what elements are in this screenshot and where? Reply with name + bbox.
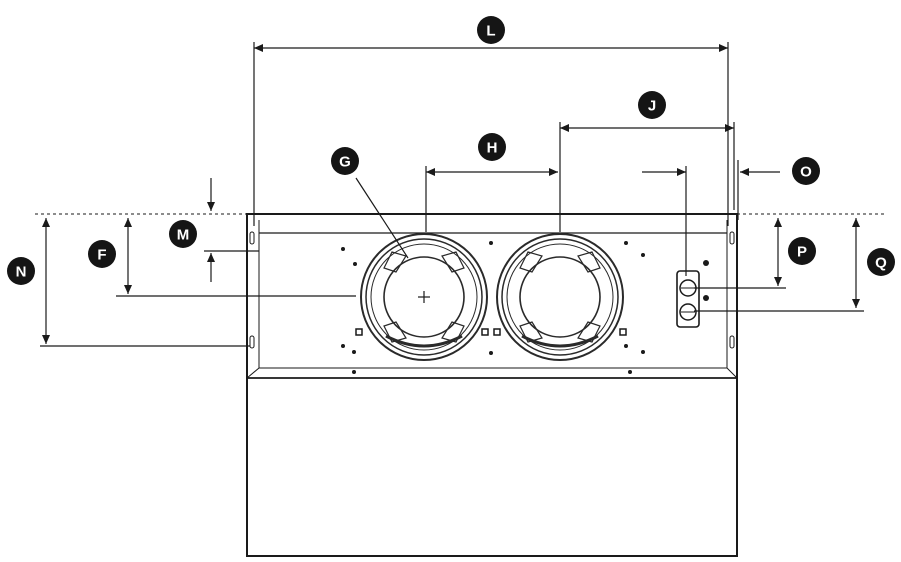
label-G: G — [339, 154, 351, 171]
speaker-mount-tab — [441, 251, 465, 273]
speaker-cone — [519, 256, 601, 338]
badge-G: G — [331, 147, 359, 175]
speaker-ring — [506, 243, 614, 351]
connector-plate — [676, 270, 700, 328]
badge-J: J — [638, 91, 666, 119]
leader-G — [355, 177, 409, 259]
enclosure — [246, 213, 738, 557]
speaker-ring — [501, 238, 619, 356]
bevel-left — [246, 367, 260, 379]
speaker-lip — [521, 334, 599, 348]
speaker-ring — [365, 238, 483, 356]
badge-P: P — [788, 237, 816, 265]
speaker-mount-tab — [577, 251, 601, 273]
label-Q: Q — [875, 255, 887, 272]
left-speaker — [360, 233, 488, 361]
label-L: L — [486, 23, 495, 40]
connector-terminal — [679, 303, 697, 321]
speaker-mount-tab — [519, 251, 543, 273]
square-marks — [355, 328, 627, 336]
right-speaker — [496, 233, 624, 361]
label-O: O — [800, 164, 812, 181]
badge-L: L — [477, 16, 505, 44]
badge-M: M — [169, 220, 197, 248]
label-P: P — [797, 244, 807, 261]
baffle-screws — [341, 241, 709, 374]
bracket-slot — [729, 335, 735, 349]
badge-Q: Q — [867, 248, 895, 276]
bracket-slot — [729, 231, 735, 245]
speaker-lip — [385, 334, 463, 348]
speaker-ring — [370, 243, 478, 351]
label-H: H — [487, 140, 498, 157]
badge-O: O — [792, 157, 820, 185]
dimension-lines — [40, 42, 864, 347]
label-M: M — [177, 227, 190, 244]
speaker-outer-ring — [496, 233, 624, 361]
badge-N: N — [7, 257, 35, 285]
enclosure-outline — [246, 213, 738, 557]
bevel-right — [726, 367, 738, 379]
bracket-slot — [249, 231, 255, 245]
bracket-slot — [249, 335, 255, 349]
badge-F: F — [88, 240, 116, 268]
label-F: F — [97, 247, 106, 264]
label-J: J — [648, 98, 656, 115]
speaker-cone — [383, 256, 465, 338]
badge-H: H — [478, 133, 506, 161]
label-N: N — [16, 264, 27, 281]
speaker-outer-ring — [360, 233, 488, 361]
plus-icon — [418, 291, 430, 303]
